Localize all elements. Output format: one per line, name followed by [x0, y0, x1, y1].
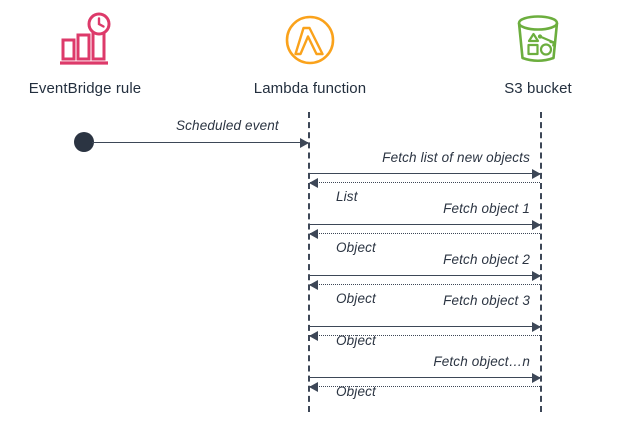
arrowhead-icon	[532, 372, 541, 383]
actor-eventbridge-rule: EventBridge rule	[5, 8, 165, 97]
arrowhead-icon	[309, 381, 318, 392]
actor-label-lambda-function: Lambda function	[253, 80, 367, 97]
message-label-fetch-object-1: Fetch object 1	[443, 201, 530, 216]
arrowhead-icon	[309, 279, 318, 290]
eventbridge-rule-icon	[5, 8, 165, 72]
message-label-object-n: Object	[336, 384, 376, 399]
arrowhead-icon	[309, 330, 318, 341]
message-label-list: List	[336, 189, 358, 204]
actor-label-s3-bucket: S3 bucket	[504, 80, 572, 97]
message-label-fetch-object-n: Fetch object…n	[433, 354, 530, 369]
message-label-fetch-list-of-new-objects: Fetch list of new objects	[382, 150, 530, 165]
message-label-fetch-object-2: Fetch object 2	[443, 252, 530, 267]
arrowhead-icon	[532, 321, 541, 332]
lambda-function-icon	[230, 8, 390, 72]
message-label-object-1: Object	[336, 240, 376, 255]
actor-s3-bucket: S3 bucket	[458, 8, 618, 97]
arrowhead-icon	[532, 219, 541, 230]
actor-label-eventbridge-rule: EventBridge rule	[28, 80, 142, 97]
message-label-fetch-object-3: Fetch object 3	[443, 293, 530, 308]
message-label-scheduled-event: Scheduled event	[176, 118, 279, 133]
s3-bucket-icon	[458, 8, 618, 72]
start-node-dot	[74, 132, 94, 152]
arrowhead-icon	[532, 168, 541, 179]
actor-lambda-function: Lambda function	[230, 8, 390, 97]
message-label-object-2: Object	[336, 291, 376, 306]
arrowhead-icon	[532, 270, 541, 281]
lifeline-lambda	[308, 112, 310, 412]
arrowhead-icon	[300, 137, 309, 148]
message-label-object-3: Object	[336, 333, 376, 348]
arrowhead-icon	[309, 228, 318, 239]
lifeline-s3	[540, 112, 542, 412]
arrowhead-icon	[309, 177, 318, 188]
